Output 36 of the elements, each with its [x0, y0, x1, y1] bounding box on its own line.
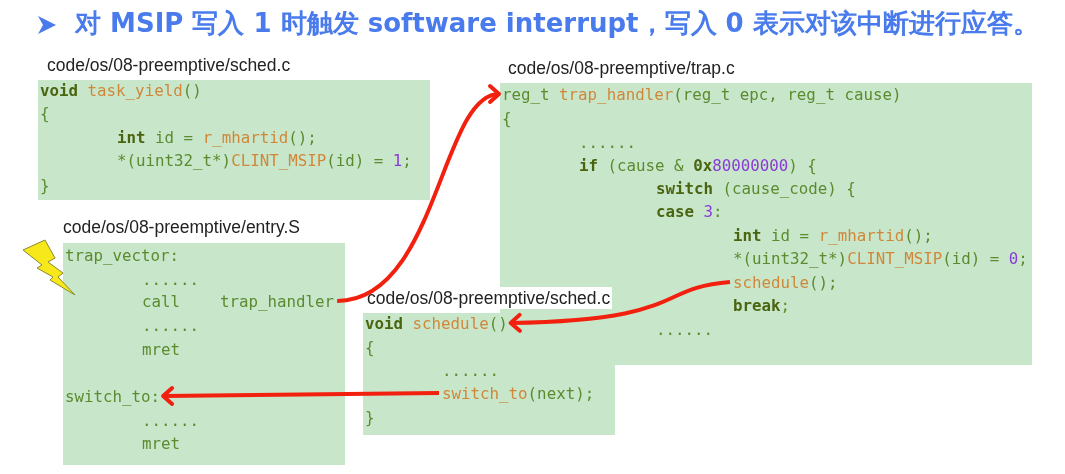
code-line: *(uint32_t*)CLINT_MSIP(id) = 1; [117, 149, 412, 171]
title: 对 MSIP 写入 1 时触发 software interrupt，写入 0 表示对该中断进行应答。 [75, 7, 1039, 40]
code-line: ...... [656, 318, 714, 340]
code-line: int id = r_mhartid(); [117, 126, 317, 148]
code-line: schedule(); [733, 271, 838, 293]
code-line: call trap_handler [142, 290, 335, 312]
code-line: void task_yield() [40, 79, 202, 101]
code-line: ...... [579, 131, 637, 153]
code-line: break; [733, 294, 791, 316]
code-line: int id = r_mhartid(); [733, 224, 933, 246]
code-line: ...... [142, 409, 200, 431]
code-line: switch_to(next); [442, 382, 595, 404]
arrow [161, 385, 439, 406]
code-line: trap_vector: [65, 244, 180, 266]
code-line: switch_to: [65, 385, 161, 407]
code-line: { [40, 102, 50, 124]
file-path: code/os/08-preemptive/sched.c [365, 287, 613, 309]
code-line: case 3: [656, 200, 723, 222]
code-line: mret [142, 338, 181, 360]
file-path: code/os/08-preemptive/sched.c [47, 54, 291, 76]
code-line: ...... [442, 359, 500, 381]
code-line: reg_t trap_handler(reg_t epc, reg_t cause) [502, 83, 902, 105]
file-path: code/os/08-preemptive/entry.S [63, 216, 301, 238]
code-line: ...... [142, 314, 200, 336]
code-line: ...... [142, 268, 200, 290]
code-line: void schedule() [365, 312, 508, 334]
code-line: { [365, 336, 375, 358]
file-path: code/os/08-preemptive/trap.c [508, 57, 735, 79]
code-line: { [502, 107, 512, 129]
code-line: *(uint32_t*)CLINT_MSIP(id) = 0; [733, 247, 1028, 269]
code-line: } [365, 406, 375, 428]
code-line: mret [142, 432, 181, 454]
code-line: switch (cause_code) { [656, 177, 856, 199]
code-line: } [40, 174, 50, 196]
arrow [508, 280, 731, 333]
code-line: if (cause & 0x80000000) { [579, 154, 817, 176]
